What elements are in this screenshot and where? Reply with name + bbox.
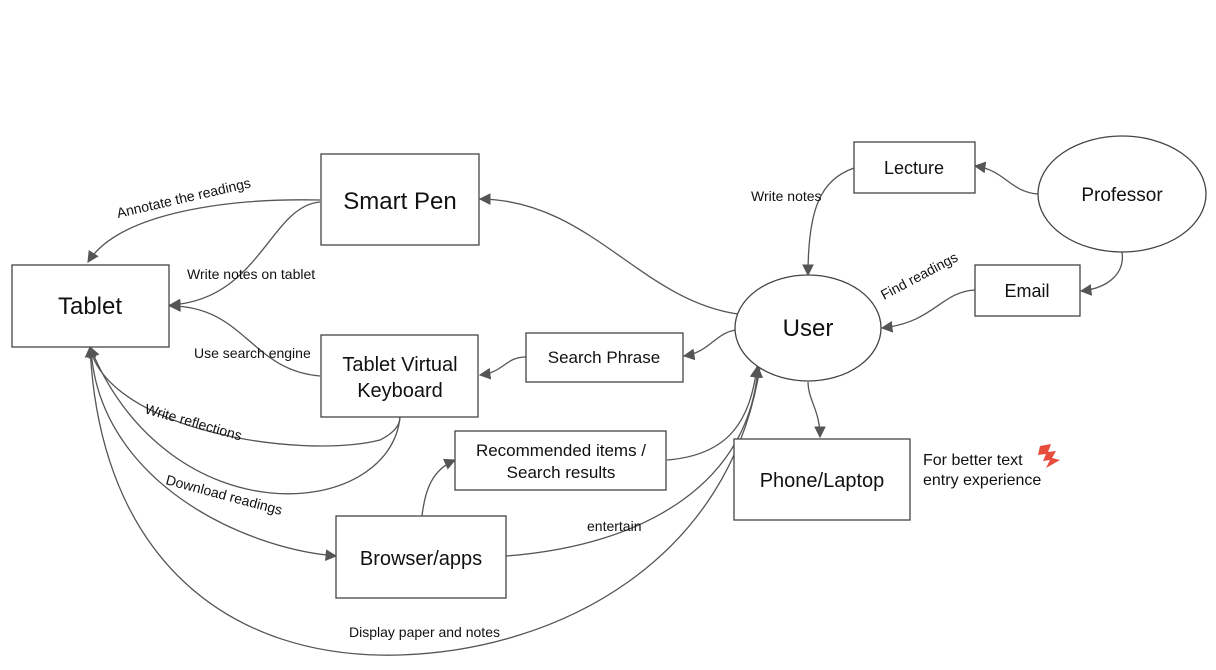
recommended-label-2: Search results [507,463,616,482]
edge-write-notes [802,167,855,277]
edge-browser-recommended [421,458,457,517]
email-node [974,264,1081,317]
email-label: Email [1004,281,1049,301]
smart-pen-label: Smart Pen [343,188,456,215]
recommended-node [454,430,667,491]
note-text: For better text entry experience [923,451,1041,491]
edge-search-keyboard [478,356,527,380]
edge-user-search [682,329,737,361]
annotate-label: Annotate the readings [115,175,252,221]
lecture-node [853,141,976,194]
edge-tablet-browser [90,349,338,561]
tablet-keyboard-label-1: Tablet Virtual [342,354,457,376]
note-line-2: entry experience [923,472,1042,489]
lecture-label: Lecture [884,158,944,178]
phone-laptop-label: Phone/Laptop [760,470,885,492]
user-label: User [783,315,834,342]
edge-user-smartpen [478,193,739,315]
edge-user-phone [807,381,826,439]
edge-find-readings [880,289,976,333]
tablet-node [11,264,170,348]
tablet-keyboard-node [320,334,479,418]
search-phrase-node [525,332,684,383]
search-phrase-label: Search Phrase [548,348,660,367]
edge-professor-email [1079,251,1123,296]
browser-apps-label: Browser/apps [360,548,482,570]
note-line-1: For better text [923,452,1023,469]
smart-pen-node [320,153,480,246]
tablet-label: Tablet [58,293,122,320]
edge-annotate [87,199,321,263]
phone-laptop-node [733,438,911,521]
professor-node [1037,135,1207,253]
download-readings-label: Download readings [164,471,284,517]
write-notes-tablet-label: Write notes on tablet [187,266,315,282]
edge-entertain [505,365,764,557]
edge-write-reflections [89,347,401,447]
tablet-keyboard-label-2: Keyboard [357,380,443,402]
write-notes-label: Write notes [751,188,822,204]
edge-professor-lecture [973,161,1039,195]
recommended-label-1: Recommended items / [476,441,646,460]
entertain-label: entertain [587,518,641,534]
edge-display-paper [84,345,761,656]
edge-write-notes-tablet [168,201,321,311]
browser-apps-node [335,515,507,599]
edge-use-search-engine [168,300,321,377]
user-node [734,274,882,382]
use-search-engine-label: Use search engine [194,345,311,361]
edge-download-readings [88,345,401,495]
display-paper-label: Display paper and notes [349,624,500,640]
professor-label: Professor [1081,185,1163,206]
lightning-icon [1038,444,1060,468]
write-reflections-label: Write reflections [143,401,244,444]
edge-recommended-user [666,365,762,461]
find-readings-label: Find readings [878,249,960,303]
